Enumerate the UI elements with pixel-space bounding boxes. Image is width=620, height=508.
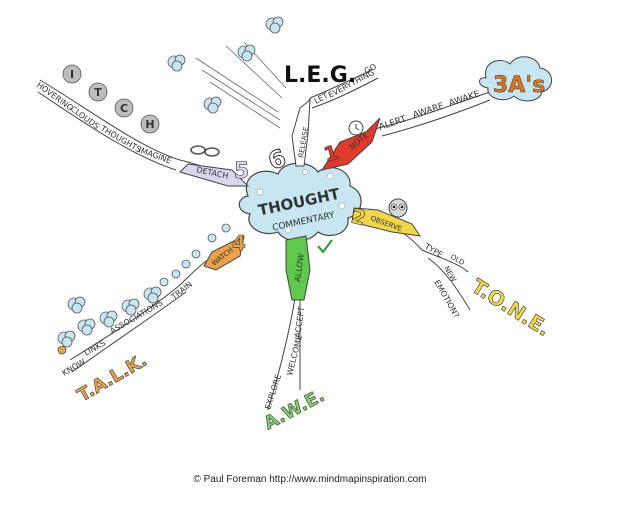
itch-letter-t: T <box>94 86 102 99</box>
word-welcome: WELCOME <box>285 334 304 376</box>
word-accept: ACCEPT <box>293 306 306 338</box>
copyright-credit: © Paul Foreman http://www.mindmapinspira… <box>193 474 427 485</box>
branch-lines <box>37 69 491 411</box>
branch-observe: OBSERVE 2 TYPE OLD NEW EMOTION? T.O.N.E. <box>348 198 555 341</box>
word-awake: AWAKE <box>448 89 482 108</box>
acronym-tone: T.O.N.E. <box>467 274 554 341</box>
bead-chain <box>159 223 231 287</box>
acronym-3as: 3A's <box>479 56 552 102</box>
eyes-icon <box>388 198 408 218</box>
number-four: 4 <box>232 231 246 255</box>
check-icon <box>317 239 333 254</box>
bead-clusters <box>57 286 162 348</box>
itch-letter-i: I <box>70 68 74 81</box>
floating-puffs <box>167 16 284 114</box>
allow-label: ALLOW <box>293 253 306 282</box>
clock-icon <box>348 120 364 136</box>
branch-detach: DETACH 5 IMAGINE THOUGHTS CLOUDS HOVERIN… <box>35 64 250 187</box>
number-one: 1 <box>321 140 341 167</box>
center-cloud: THOUGHT COMMENTARY <box>238 162 362 242</box>
word-go: GO <box>363 62 378 76</box>
word-emotion: EMOTION? <box>432 279 461 320</box>
number-five: 5 <box>234 159 249 184</box>
itch-letter-c: C <box>120 102 128 115</box>
word-links: LINKS <box>83 338 108 357</box>
broken-chain-icon <box>190 145 220 157</box>
word-thoughts: THOUGHTS <box>98 123 143 154</box>
branch-note: NOTE 1 ALERT AWARE AWAKE 3A's <box>321 56 552 171</box>
branch-allow: ALLOW ACCEPT WELCOME EXPLORE A.W.E. <box>260 235 333 435</box>
word-hovering: HOVERING <box>35 80 75 112</box>
branch-watch: WATCH 4 TRAIN ASSOCIATIONS LINKS KNOW T.… <box>57 223 246 407</box>
word-type: TYPE <box>422 241 444 259</box>
number-two: 2 <box>349 204 369 231</box>
acronym-3as-text: 3A's <box>493 73 545 98</box>
acronym-talk: T.A.L.K. <box>74 350 151 406</box>
itch-letters: I T C H <box>62 64 160 134</box>
word-know: KNOW <box>61 357 88 378</box>
itch-letter-h: H <box>145 118 154 131</box>
word-imagine: IMAGINE <box>137 145 172 165</box>
acronym-leg: L.E.G. <box>284 63 356 88</box>
word-new: NEW <box>442 265 457 283</box>
